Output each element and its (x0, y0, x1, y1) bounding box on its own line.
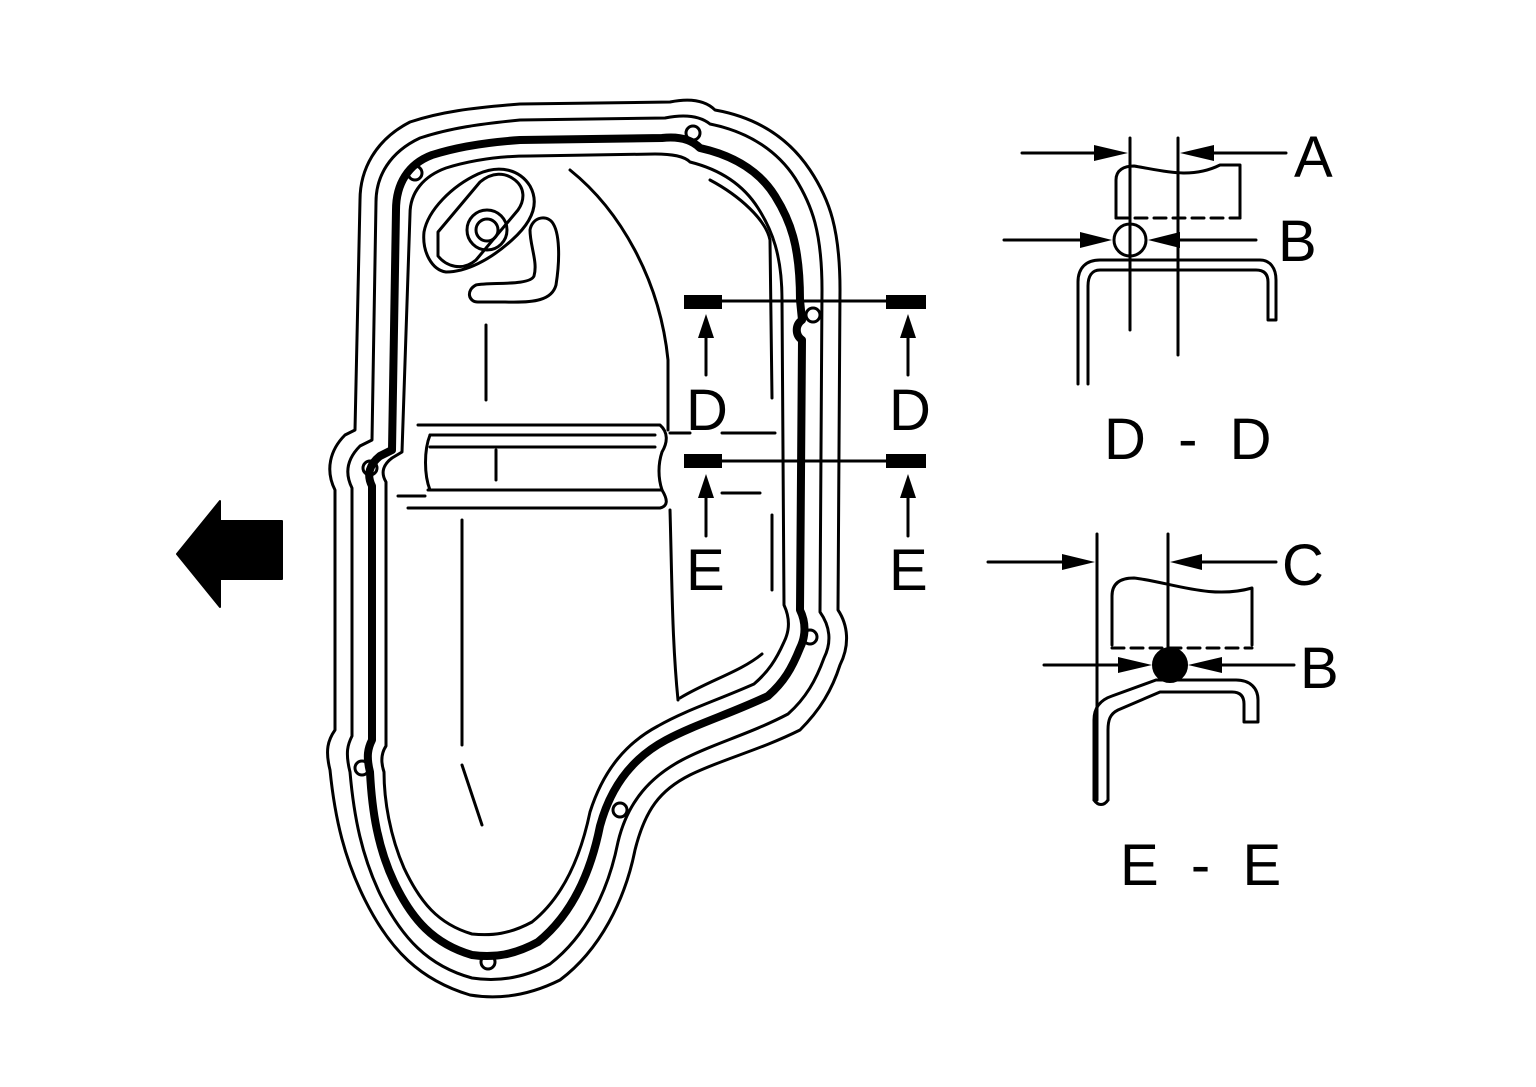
section-mark-e-left (684, 454, 722, 468)
section-d-detail (1002, 136, 1288, 386)
dim-arrowhead (1148, 232, 1180, 248)
flange-break-line (1092, 798, 1110, 806)
section-mark-d-left (684, 295, 722, 309)
drain-plug-boss-rim (422, 167, 536, 274)
dim-arrowhead (1180, 145, 1214, 161)
pan-flange-inner-edge (345, 114, 831, 981)
bolt-hole (684, 124, 702, 142)
pan-contour (568, 168, 670, 432)
dim-arrowhead (1080, 232, 1112, 248)
bolt-hole (353, 759, 371, 777)
pan-flange-section (1092, 678, 1260, 802)
pickup-rib (468, 216, 561, 304)
section-mark-d-right (886, 295, 926, 309)
dim-arrowhead (1188, 657, 1222, 673)
sealant-bead-section (1152, 647, 1188, 683)
section-mark-e-right (886, 454, 926, 468)
dim-arrowhead (1094, 145, 1128, 161)
drain-plug (465, 208, 509, 252)
bolt-hole (801, 628, 819, 646)
pan-contour (460, 763, 484, 827)
pan-flange-section (1076, 258, 1278, 386)
dim-arrowhead (1118, 657, 1152, 673)
dim-arrowhead (1062, 554, 1095, 570)
bolt-hole (804, 306, 822, 324)
bolt-hole (361, 459, 379, 477)
pan-inner-wall (380, 152, 790, 937)
bolt-hole (406, 164, 424, 182)
bolt-hole (611, 801, 629, 819)
pan-cross-rib (406, 423, 668, 510)
view-arrowhead-e-right (900, 474, 916, 498)
view-arrowhead-e-left (698, 474, 714, 498)
pan-cross-rib (424, 433, 432, 492)
mating-part-outline (1110, 576, 1254, 647)
drain-plug-boss (436, 172, 525, 269)
sealant-bead-section (1112, 222, 1148, 258)
pan-contour (678, 652, 764, 700)
view-arrowhead-d-right (900, 314, 916, 338)
arrow-left-icon (176, 500, 283, 608)
pan-flange-outer (326, 98, 848, 999)
bolt-hole (479, 953, 497, 971)
section-e-detail (986, 532, 1296, 806)
drain-plug-center (474, 217, 500, 243)
view-arrowhead-d-left (698, 314, 714, 338)
dim-arrowhead (1170, 554, 1202, 570)
pan-contour (668, 508, 680, 702)
mating-part-outline (1114, 163, 1242, 220)
pan-contour (708, 178, 774, 400)
